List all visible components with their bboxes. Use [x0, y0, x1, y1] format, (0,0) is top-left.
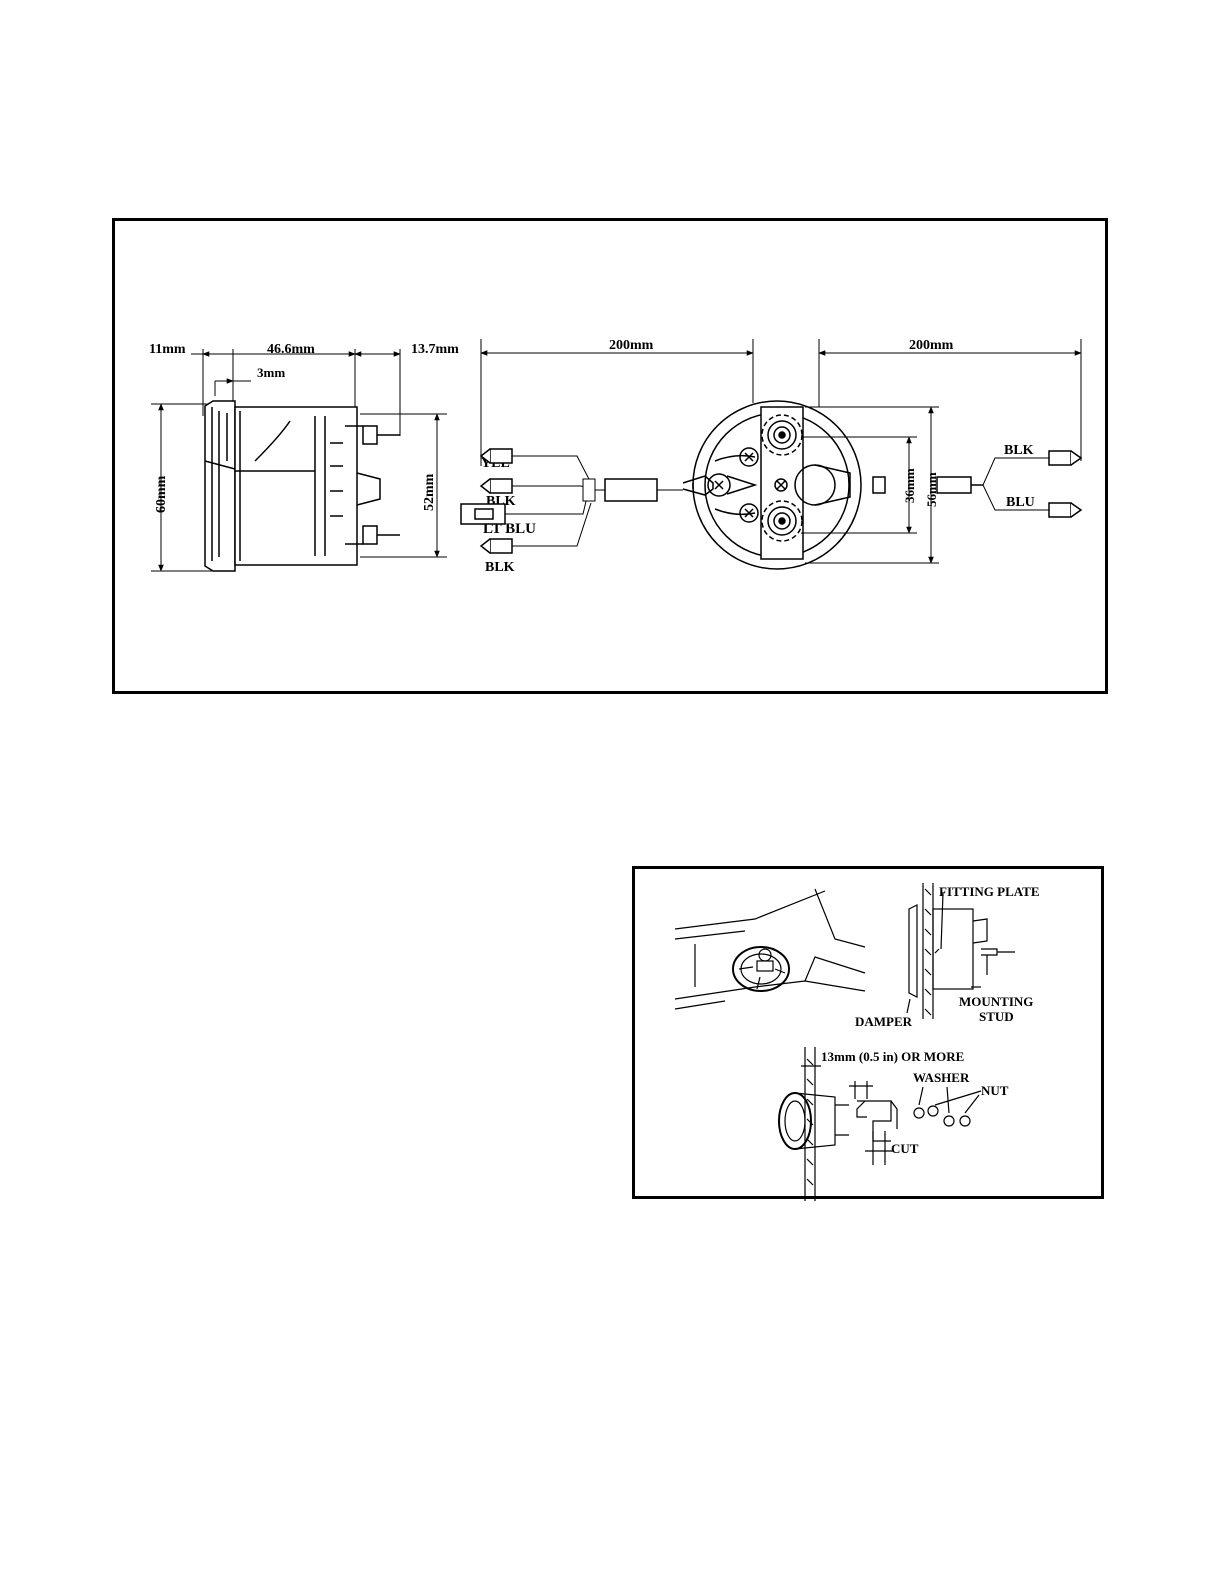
dim-13-7mm: 13.7mm — [411, 342, 459, 357]
wire-label-blu-right: BLU — [1006, 495, 1035, 510]
label-clearance: 13mm (0.5 in) OR MORE — [821, 1049, 964, 1064]
dim-46-6mm: 46.6mm — [267, 342, 315, 357]
label-cut: CUT — [891, 1141, 919, 1156]
gauge-installation-diagram: FITTING PLATE MOUNTING STUD DAMPER 13mm … — [632, 866, 1104, 1199]
dimension-drawing: 11mm 46.6mm 13.7mm 3mm 60mm 52mm — [115, 221, 1111, 697]
wire-label-blk-2: BLK — [485, 560, 515, 575]
gauge-side-view — [205, 401, 400, 571]
dim-52mm: 52mm — [422, 473, 437, 511]
dim-11mm: 11mm — [149, 342, 186, 357]
label-washer: WASHER — [913, 1070, 970, 1085]
gauge-dimension-wiring-diagram: 11mm 46.6mm 13.7mm 3mm 60mm 52mm — [112, 218, 1108, 694]
dim-60mm: 60mm — [154, 475, 169, 513]
dashboard-sketch — [675, 889, 865, 1009]
wire-label-blk-right: BLK — [1004, 443, 1034, 458]
dim-200mm-left: 200mm — [609, 338, 654, 353]
label-nut: NUT — [981, 1083, 1009, 1098]
dim-36mm: 36mm — [902, 468, 917, 503]
dim-200mm-right: 200mm — [909, 338, 954, 353]
label-stud: STUD — [979, 1009, 1014, 1024]
label-damper: DAMPER — [855, 1014, 913, 1029]
label-fitting-plate: FITTING PLATE — [939, 884, 1040, 899]
gauge-rear-view — [683, 401, 861, 569]
label-mounting: MOUNTING — [959, 994, 1033, 1009]
dim-3mm: 3mm — [257, 365, 285, 380]
installation-drawing: FITTING PLATE MOUNTING STUD DAMPER 13mm … — [635, 869, 1107, 1202]
